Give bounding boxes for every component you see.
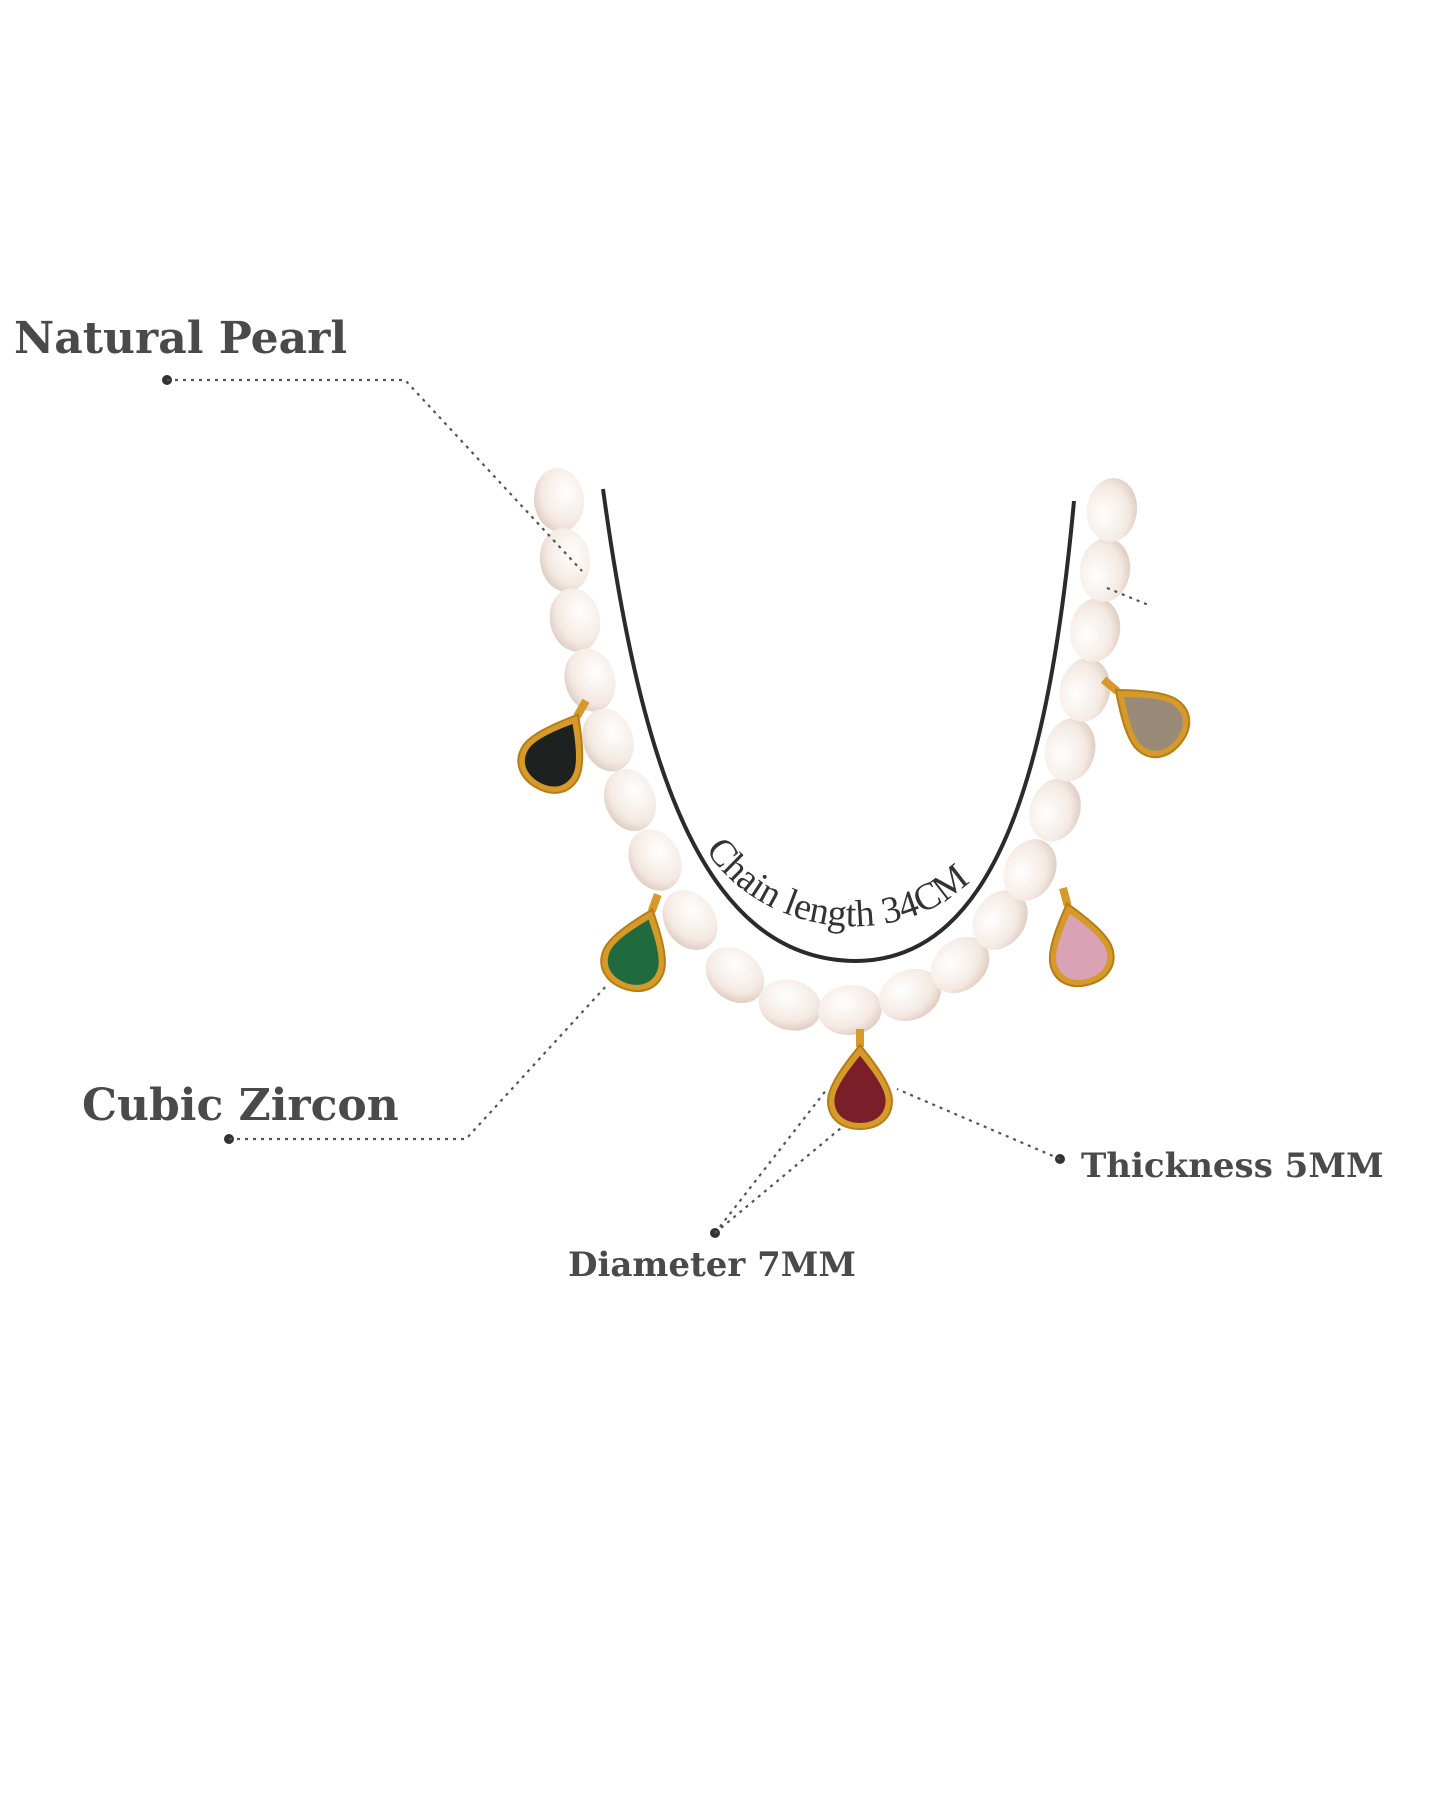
pearl (628, 829, 682, 891)
zircon-stone (524, 723, 576, 787)
diameter-label: Diameter 7MM (568, 1245, 856, 1285)
thickness-leader (896, 1087, 1061, 1161)
pearl (1003, 839, 1057, 901)
zircon-pendant (517, 698, 590, 794)
chain-line (601, 488, 1076, 964)
pearl (818, 984, 882, 1036)
pearl (662, 890, 718, 950)
zircon-pendant (1048, 886, 1115, 988)
pearl (1059, 658, 1111, 722)
natural-pearl-label: Natural Pearl (14, 313, 347, 364)
bail (573, 698, 590, 719)
pendants (517, 676, 1191, 1131)
pearl-strand (533, 468, 1138, 1036)
pearl (1044, 718, 1096, 782)
pearl (705, 946, 765, 1004)
zircon-stone (834, 1055, 886, 1123)
zircon-stone (607, 919, 659, 985)
diameter-leader (714, 1088, 828, 1234)
thickness-label: Thickness 5MM (1081, 1146, 1384, 1186)
chain-length-label: Chain length 34CM (698, 830, 976, 936)
zircon-pendant (1100, 676, 1191, 759)
pearl (878, 968, 942, 1022)
zircon-stone (1124, 696, 1183, 751)
pearl (972, 890, 1028, 950)
zircon-pendant (600, 893, 666, 993)
pearl (603, 768, 657, 832)
bail (1059, 886, 1072, 907)
natural-pearl-leader (167, 378, 583, 572)
pearl (930, 936, 990, 994)
zircon-pendant (826, 1029, 894, 1131)
pearl (1029, 778, 1081, 842)
pearl (1069, 598, 1121, 662)
pearl (564, 648, 616, 712)
cubic-zircon-leader (229, 983, 609, 1141)
zircon-stone (1056, 913, 1108, 980)
cubic-zircon-label: Cubic Zircon (82, 1080, 399, 1131)
pearl (549, 588, 601, 652)
pearl (539, 528, 591, 592)
pearl (1086, 478, 1138, 542)
diameter-leader (714, 1127, 842, 1234)
pearl (533, 468, 585, 532)
pearl (758, 979, 822, 1031)
bail (856, 1029, 864, 1047)
bail (647, 893, 662, 913)
pearl (582, 708, 634, 772)
pearl (1079, 538, 1131, 602)
